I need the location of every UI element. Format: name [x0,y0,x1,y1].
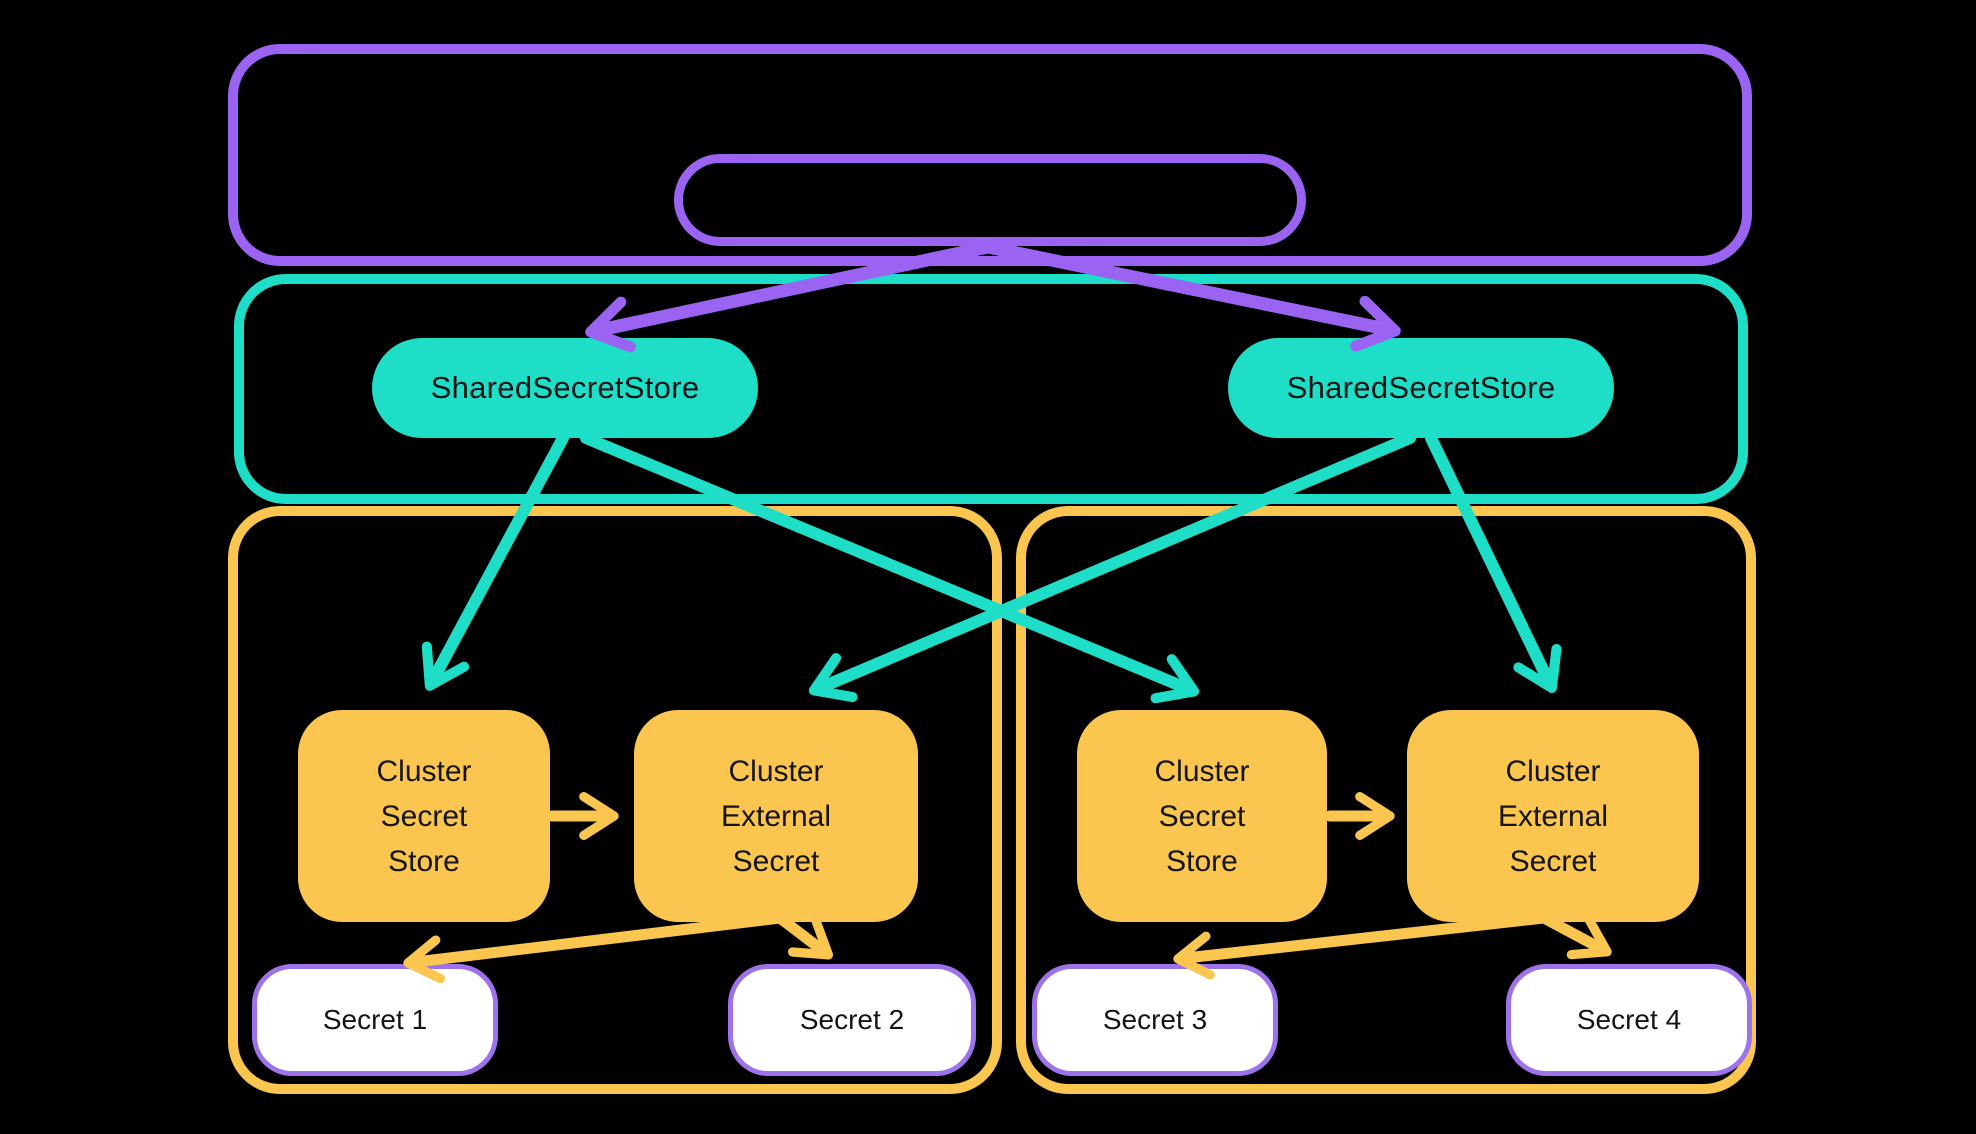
cluster-external-secret-b: Cluster External Secret [1407,710,1699,922]
secret-2-label: Secret 2 [799,1004,905,1035]
shared-secret-store-right: SharedSecretStore [1228,338,1614,438]
cluster-external-secret-a-label: Cluster External Secret [720,754,832,878]
cluster-secret-store-a-label: Cluster Secret Store [376,754,472,878]
secret-2-node: Secret 2 [728,964,976,1076]
cluster-secret-store-b: Cluster Secret Store [1077,710,1327,922]
inner-purple-pill [674,154,1306,246]
cluster-external-secret-a: Cluster External Secret [634,710,918,922]
cluster-external-secret-b-label: Cluster External Secret [1497,754,1609,878]
secret-4-label: Secret 4 [1576,1004,1682,1035]
secret-1-label: Secret 1 [322,1004,428,1035]
secret-4-node: Secret 4 [1506,964,1752,1076]
secret-3-label: Secret 3 [1102,1004,1208,1035]
shared-secret-store-right-label: SharedSecretStore [1286,370,1556,405]
cluster-secret-store-b-label: Cluster Secret Store [1154,754,1250,878]
secret-3-node: Secret 3 [1032,964,1278,1076]
secret-1-node: Secret 1 [252,964,498,1076]
shared-secret-store-left-label: SharedSecretStore [430,370,700,405]
cluster-secret-store-a: Cluster Secret Store [298,710,550,922]
shared-secret-store-left: SharedSecretStore [372,338,758,438]
